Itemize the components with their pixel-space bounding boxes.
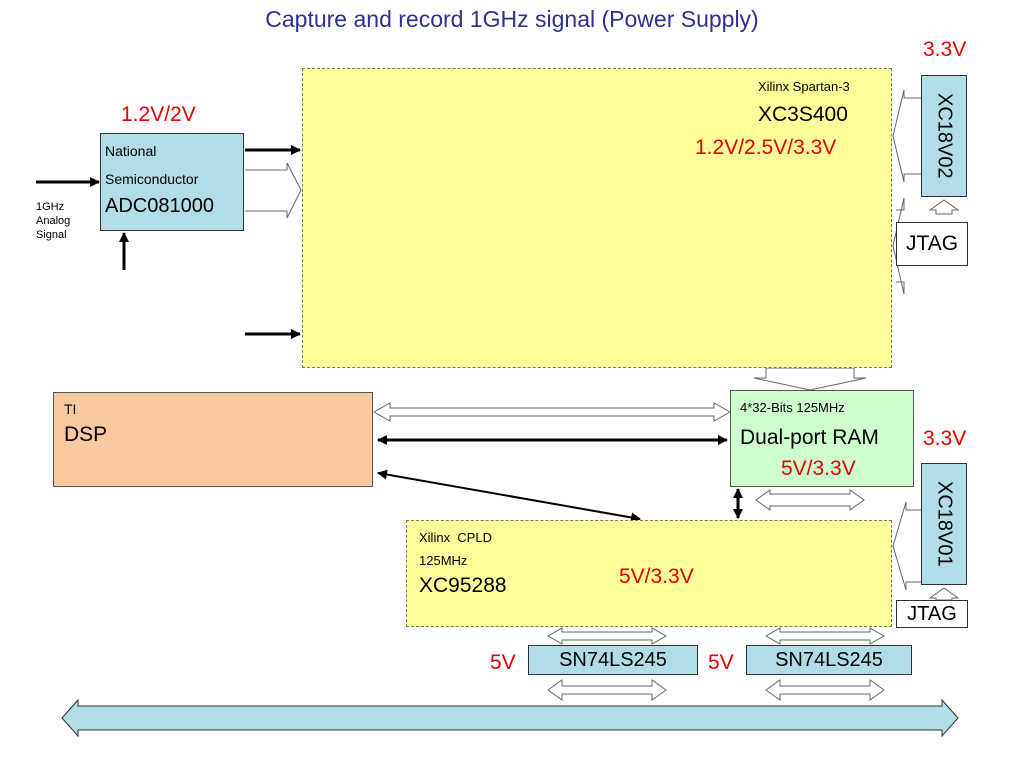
adc-vendor-line1: National [105, 143, 157, 159]
fpga-vendor: Xilinx Spartan-3 [758, 79, 850, 94]
buffer-right-block[interactable]: SN74LS245 [746, 645, 912, 675]
system-bus [61, 698, 959, 738]
cpld-buffer-right-bus [764, 627, 886, 645]
prom-bottom-to-cpld-bus [892, 501, 921, 591]
analog-input-line2: Analog [36, 215, 71, 227]
cpld-buffer-left-bus [546, 627, 668, 645]
prom-bottom-block[interactable]: XC18V01 [921, 463, 967, 585]
prom-bottom-voltage: 3.3V [923, 427, 967, 450]
jtag-bottom-to-prom [928, 587, 960, 601]
prom-top-block[interactable]: XC18V02 [921, 75, 967, 197]
ram-voltage: 5V/3.3V [781, 457, 856, 480]
dsp-block[interactable]: TI DSP [53, 392, 373, 487]
adc-to-fpga-bus [245, 162, 302, 219]
ram-cpld-bus [755, 489, 865, 511]
dsp-cpld-arrow [377, 469, 641, 523]
jtag-top-to-fpga-bus [892, 197, 905, 295]
ram-spec: 4*32-Bits 125MHz [740, 400, 845, 415]
buffer-right-voltage: 5V [708, 651, 734, 674]
jtag-top-label: JTAG [905, 232, 959, 255]
analog-input-line3: Signal [36, 229, 67, 241]
buffer-left-block[interactable]: SN74LS245 [528, 645, 698, 675]
dual-port-ram-block[interactable]: 4*32-Bits 125MHz Dual-port RAM 5V/3.3V [730, 390, 914, 487]
jtag-bottom-label: JTAG [907, 602, 957, 625]
cpld-voltage: 5V/3.3V [619, 565, 694, 588]
fpga-block[interactable]: Xilinx Spartan-3 XC3S400 1.2V/2.5V/3.3V [302, 68, 892, 368]
buffer-left-voltage: 5V [490, 651, 516, 674]
prom-bottom-part: XC18V01 [933, 481, 956, 567]
buffer-right-part: SN74LS245 [775, 648, 883, 671]
fpga-voltage: 1.2V/2.5V/3.3V [695, 136, 837, 159]
cpld-vendor: Xilinx CPLD [419, 530, 492, 545]
dsp-vendor: TI [64, 401, 77, 417]
buffer-left-part: SN74LS245 [559, 648, 667, 671]
analog-input-label: 1GHz Analog Signal [36, 200, 70, 242]
jtag-top-to-prom [928, 199, 960, 215]
page-title: Capture and record 1GHz signal (Power Su… [265, 6, 759, 32]
fpga-part: XC3S400 [758, 103, 848, 126]
adc-part: ADC081000 [105, 195, 214, 217]
adc-block[interactable]: National Semiconductor ADC081000 [100, 133, 244, 231]
cpld-block[interactable]: Xilinx CPLD 125MHz XC95288 5V/3.3V [406, 520, 892, 627]
fpga-to-ram-bus [753, 367, 867, 391]
buffer-right-bus-link [765, 679, 885, 701]
dsp-name: DSP [64, 423, 108, 446]
prom-top-part: XC18V02 [933, 93, 956, 179]
dsp-ram-bus [372, 402, 732, 422]
adc-vendor-line2: Semiconductor [105, 171, 199, 187]
jtag-top-port[interactable]: JTAG [896, 222, 968, 266]
adc-voltage: 1.2V/2V [121, 103, 196, 126]
cpld-part: XC95288 [419, 574, 507, 597]
analog-input-line1: 1GHz [36, 201, 65, 213]
jtag-bottom-port[interactable]: JTAG [896, 600, 968, 628]
ram-name: Dual-port RAM [740, 426, 879, 449]
cpld-speed: 125MHz [419, 553, 468, 568]
prom-top-voltage: 3.3V [923, 38, 967, 61]
prom-top-to-fpga-bus [892, 89, 921, 183]
buffer-left-bus-link [547, 679, 667, 701]
